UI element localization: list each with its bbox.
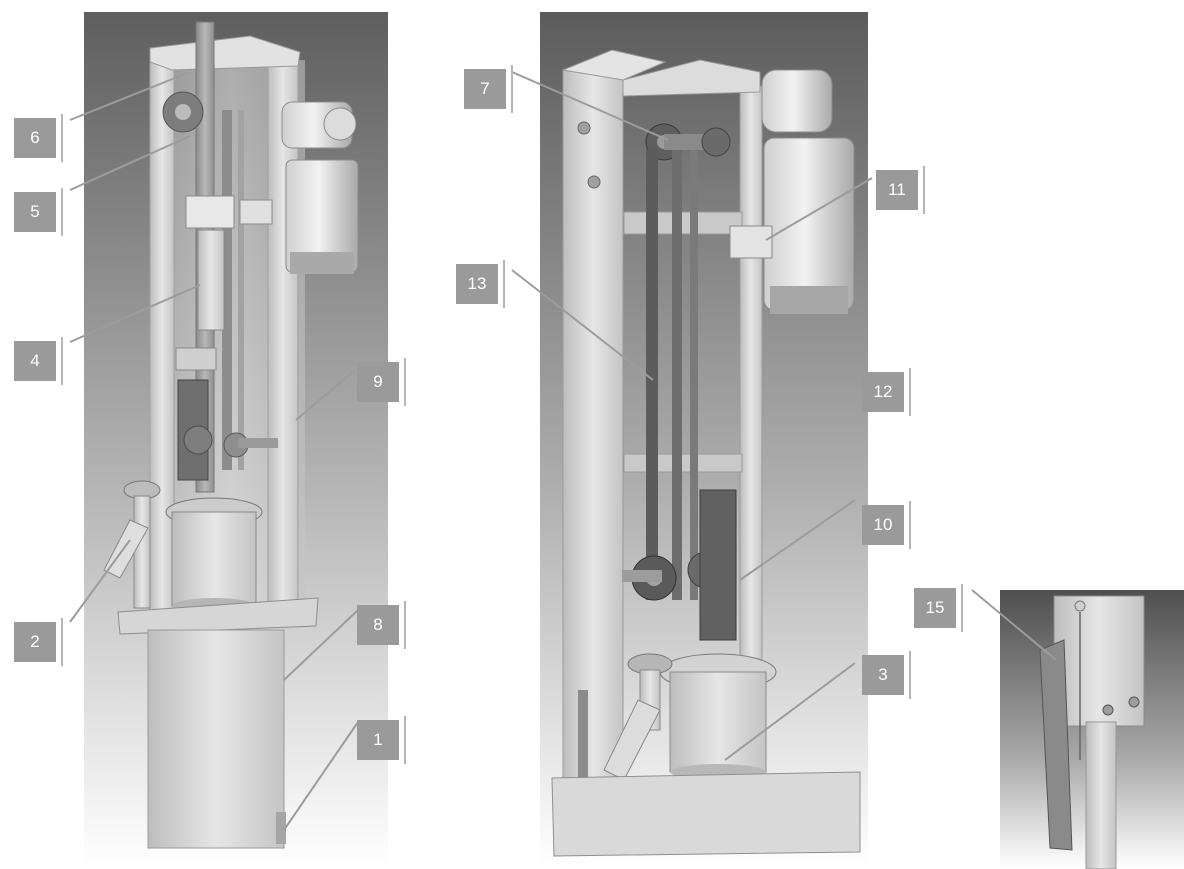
right-gearbox — [761, 69, 833, 133]
right-bolt-top — [577, 121, 591, 135]
leader-4 — [69, 284, 201, 343]
right-assembly — [540, 12, 868, 868]
right-base-plate — [551, 771, 861, 857]
left-gearbox-flange — [323, 107, 357, 141]
left-top-plate — [149, 35, 301, 71]
callout-15: 15 — [914, 584, 963, 632]
inset-bolt-left — [1102, 704, 1114, 716]
leader-5 — [69, 135, 191, 191]
right-belt-front — [646, 150, 658, 600]
right-main-column — [562, 69, 624, 849]
callout-2: 2 — [14, 618, 63, 666]
right-column-top — [561, 49, 667, 81]
callout-1: 1 — [357, 716, 406, 764]
left-clamp-lever — [103, 519, 149, 579]
left-base-platform — [117, 597, 319, 635]
right-bolt-bottom — [587, 175, 601, 189]
right-top-plate — [622, 59, 761, 97]
right-lower-plate — [699, 489, 737, 641]
leader-lines — [69, 71, 1057, 831]
callout-12: 12 — [862, 368, 911, 416]
leader-15 — [971, 589, 1057, 661]
inset-blade — [1039, 639, 1073, 851]
inset-bolt-right — [1128, 696, 1140, 708]
callout-6: 6 — [14, 114, 63, 162]
right-column-slot — [578, 690, 588, 780]
callout-10: 10 — [862, 501, 911, 549]
callout-4: 4 — [14, 337, 63, 385]
right-top-wheel — [701, 127, 731, 157]
inset-block — [1053, 595, 1145, 727]
right-motor-body — [763, 137, 855, 311]
leader-13 — [511, 269, 654, 381]
left-clamp-post — [133, 495, 151, 609]
leader-2 — [69, 539, 131, 623]
left-carriage-block — [185, 195, 235, 229]
left-lower-axle — [238, 438, 278, 448]
right-sensor-block — [729, 225, 773, 259]
callout-7: 7 — [464, 65, 513, 113]
right-crossbar-lower — [623, 453, 743, 473]
left-cylinder — [197, 229, 225, 331]
right-crossbar-upper — [623, 211, 743, 235]
left-mid-bracket — [175, 347, 217, 371]
callout-13: 13 — [456, 260, 505, 308]
right-motor-end-cap — [770, 286, 848, 314]
left-pedestal-bracket — [276, 812, 286, 844]
left-lower-pulley — [183, 425, 213, 455]
callout-11: 11 — [876, 166, 925, 214]
leader-6 — [69, 71, 191, 121]
left-sensor-block — [239, 199, 273, 225]
left-belt — [222, 110, 232, 470]
left-belt-return — [238, 110, 244, 470]
inset-detail — [1000, 590, 1184, 869]
leader-1 — [283, 721, 359, 831]
leader-3 — [724, 662, 856, 761]
left-top-pulley-hub — [175, 104, 191, 120]
right-rear-upright — [739, 85, 763, 737]
left-pedestal — [147, 629, 285, 849]
left-assembly — [84, 12, 388, 868]
right-belt-guide — [690, 150, 698, 600]
right-belt-back — [672, 150, 682, 600]
inset-rod — [1085, 721, 1117, 869]
callout-3: 3 — [862, 651, 911, 699]
right-lower-axle — [622, 570, 662, 582]
left-bucket — [171, 511, 257, 607]
leader-10 — [739, 499, 856, 581]
leader-11 — [765, 177, 873, 241]
right-bucket — [669, 671, 767, 773]
left-motor-end-cap — [290, 252, 354, 274]
leader-9 — [295, 369, 356, 421]
leader-8 — [283, 609, 359, 681]
callout-8: 8 — [357, 601, 406, 649]
leader-7 — [511, 71, 669, 141]
callout-5: 5 — [14, 188, 63, 236]
callout-9: 9 — [357, 358, 406, 406]
left-frame-upright-left — [149, 47, 175, 624]
inset-pin — [1074, 600, 1086, 612]
